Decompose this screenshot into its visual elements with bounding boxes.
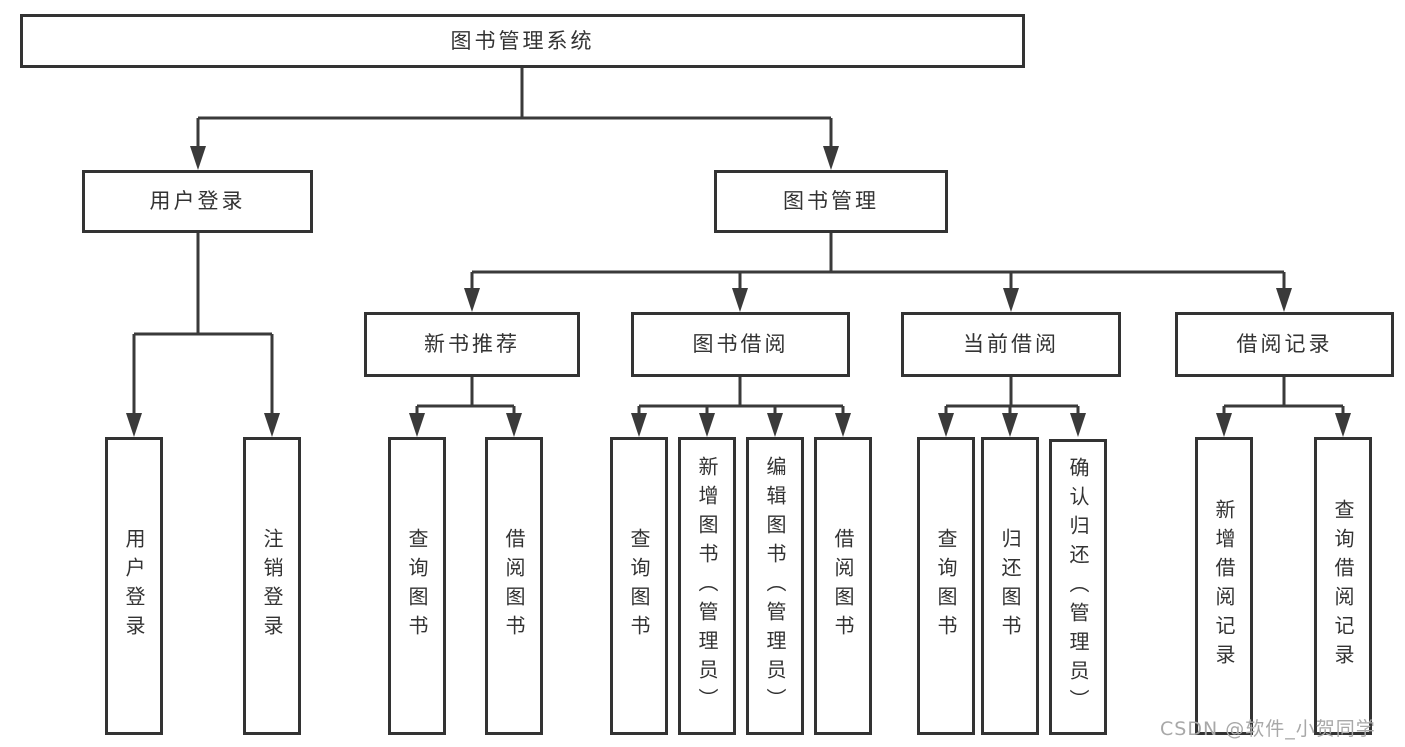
arrowhead-icon [464,288,480,312]
arrowhead-icon [699,413,715,437]
arrowhead-icon [264,413,280,437]
arrowhead-icon [190,146,206,170]
arrowhead-icon [506,413,522,437]
leaf-add-book-admin: 新增图书（管理员） [678,437,736,735]
leaf-query-books-recommend: 查询图书 [388,437,446,735]
arrowhead-icon [1002,413,1018,437]
arrowhead-icon [1216,413,1232,437]
arrowhead-icon [1003,288,1019,312]
leaf-borrow-books-recommend: 借阅图书 [485,437,543,735]
leaf-borrow-books: 借阅图书 [814,437,872,735]
leaf-query-borrow-record: 查询借阅记录 [1314,437,1372,735]
arrowhead-icon [767,413,783,437]
arrowhead-icon [126,413,142,437]
arrowhead-icon [1276,288,1292,312]
connector-book-management-to-level3 [464,233,1292,312]
leaf-user-login: 用户登录 [105,437,163,735]
leaf-query-books-borrow: 查询图书 [610,437,668,735]
node-book-borrow: 图书借阅 [631,312,850,377]
arrowhead-icon [835,413,851,437]
leaf-add-borrow-record: 新增借阅记录 [1195,437,1253,735]
csdn-watermark: CSDN @软件_小贺同学 [1160,718,1376,740]
arrowhead-icon [409,413,425,437]
arrowhead-icon [732,288,748,312]
arrowhead-icon [823,146,839,170]
arrowhead-icon [631,413,647,437]
leaf-confirm-return-admin: 确认归还（管理员） [1049,439,1107,735]
node-borrow-records: 借阅记录 [1175,312,1394,377]
arrowhead-icon [1070,413,1086,437]
leaf-query-books-current: 查询图书 [917,437,975,735]
arrowhead-icon [938,413,954,437]
arrowhead-icon [1335,413,1351,437]
node-current-borrow: 当前借阅 [901,312,1121,377]
leaf-return-book: 归还图书 [981,437,1039,735]
leaf-logout: 注销登录 [243,437,301,735]
connector-book-borrow-to-leaves [631,377,851,437]
node-book-management: 图书管理 [714,170,948,233]
node-user-login: 用户登录 [82,170,313,233]
connector-root-to-level2 [190,68,839,170]
node-root-system: 图书管理系统 [20,14,1025,68]
connector-user-login-to-leaves [126,233,280,437]
node-new-book-recommend: 新书推荐 [364,312,580,377]
leaf-edit-book-admin: 编辑图书（管理员） [746,437,804,735]
connector-new-book-recommend-to-leaves [409,377,522,437]
connector-borrow-records-to-leaves [1216,377,1351,437]
connector-current-borrow-to-leaves [938,377,1086,437]
